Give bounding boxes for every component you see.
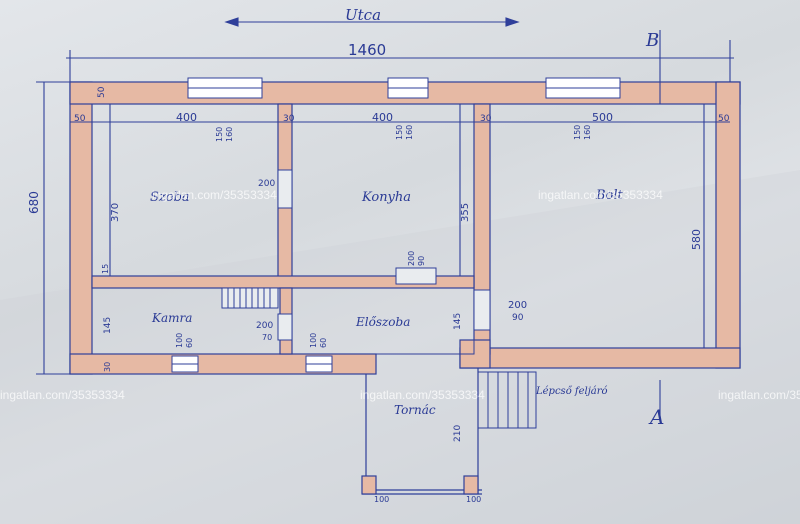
dim-konyha-width: 400	[372, 111, 393, 124]
dim-h145-left: 145	[103, 317, 113, 334]
room-tornac-label: Tornác	[394, 403, 436, 417]
door-konyha-elo	[395, 267, 437, 285]
dim-door-right: 200	[508, 300, 527, 311]
door-bolt-elo	[473, 289, 491, 331]
dim-small-elo-b: 60	[319, 338, 328, 348]
dim-door-mid-b: 90	[417, 256, 426, 266]
dim-door-szoba: 200	[258, 179, 275, 189]
dimension-lines	[36, 17, 734, 420]
watermark-3: ingatlan.com/35353334	[0, 388, 125, 402]
dim-h100-a: 100	[374, 495, 389, 504]
street-label: Utca	[345, 6, 381, 24]
room-bolt-outline	[489, 103, 717, 349]
door-szoba-konyha	[277, 169, 293, 209]
dim-konyha-height: 355	[460, 203, 471, 222]
dim-h145-right: 145	[453, 313, 463, 330]
watermark-4: ingatlan.com/35353334	[360, 388, 485, 402]
dim-win1-top: 150	[215, 127, 224, 142]
dim-win1-bottom: 160	[225, 127, 234, 142]
section-marker-bottom: A	[648, 405, 664, 429]
section-marker-top: B	[645, 30, 659, 51]
dim-small-elo: 100	[309, 333, 318, 348]
room-lepcso-label: Lépcső feljáró	[535, 386, 608, 397]
watermark-2: ingatlan.com/35353334	[538, 188, 663, 202]
dim-wall-30-a: 30	[283, 114, 295, 124]
dim-wall-30-b: 30	[480, 114, 492, 124]
room-eloszoba-label: Előszoba	[355, 315, 410, 329]
dim-door-kamra-b: 70	[262, 333, 272, 342]
dim-wall-50-top: 50	[97, 86, 107, 98]
dim-win2-top: 150	[395, 125, 404, 140]
watermark-1: ingatlan.com/35353334	[152, 188, 277, 202]
dim-win3-bottom: 160	[583, 125, 592, 140]
watermark-5: ingatlan.com/35353334	[718, 388, 800, 402]
dim-szoba-width: 400	[176, 111, 197, 124]
paper-fold-shade	[0, 170, 800, 524]
room-bolt-label: Bolt	[595, 188, 624, 203]
window-lines	[172, 87, 620, 365]
door-kamra	[277, 313, 293, 341]
overall-width-label: 1460	[348, 41, 386, 59]
dim-h100-b: 100	[466, 495, 481, 504]
wall-right	[715, 81, 741, 369]
dim-wall-15: 15	[101, 264, 110, 274]
dim-h210: 210	[453, 425, 463, 442]
dim-wall-50-left: 50	[74, 114, 86, 124]
dim-door-right-b: 90	[512, 313, 524, 323]
room-konyha-label: Konyha	[361, 190, 411, 205]
room-kamra-label: Kamra	[151, 311, 192, 325]
dim-door-mid: 200	[407, 251, 416, 266]
dim-door-kamra: 200	[256, 321, 273, 331]
dim-bolt-height: 580	[690, 229, 703, 250]
staircase	[477, 371, 537, 429]
doors	[277, 169, 491, 341]
dim-win3-top: 150	[573, 125, 582, 140]
dim-bolt-width: 500	[592, 111, 613, 124]
room-szoba-label: Szoba	[150, 190, 190, 205]
dim-szoba-height: 370	[110, 203, 121, 222]
porch	[361, 368, 482, 495]
dim-small-kamra: 100	[175, 333, 184, 348]
overall-depth-label: 680	[27, 191, 41, 214]
dim-small-kamra-b: 60	[185, 338, 194, 348]
dim-win2-bottom: 160	[405, 125, 414, 140]
dim-wall-50-right: 50	[718, 114, 730, 124]
stair-hatch	[221, 287, 279, 309]
dim-h30: 30	[103, 362, 112, 372]
